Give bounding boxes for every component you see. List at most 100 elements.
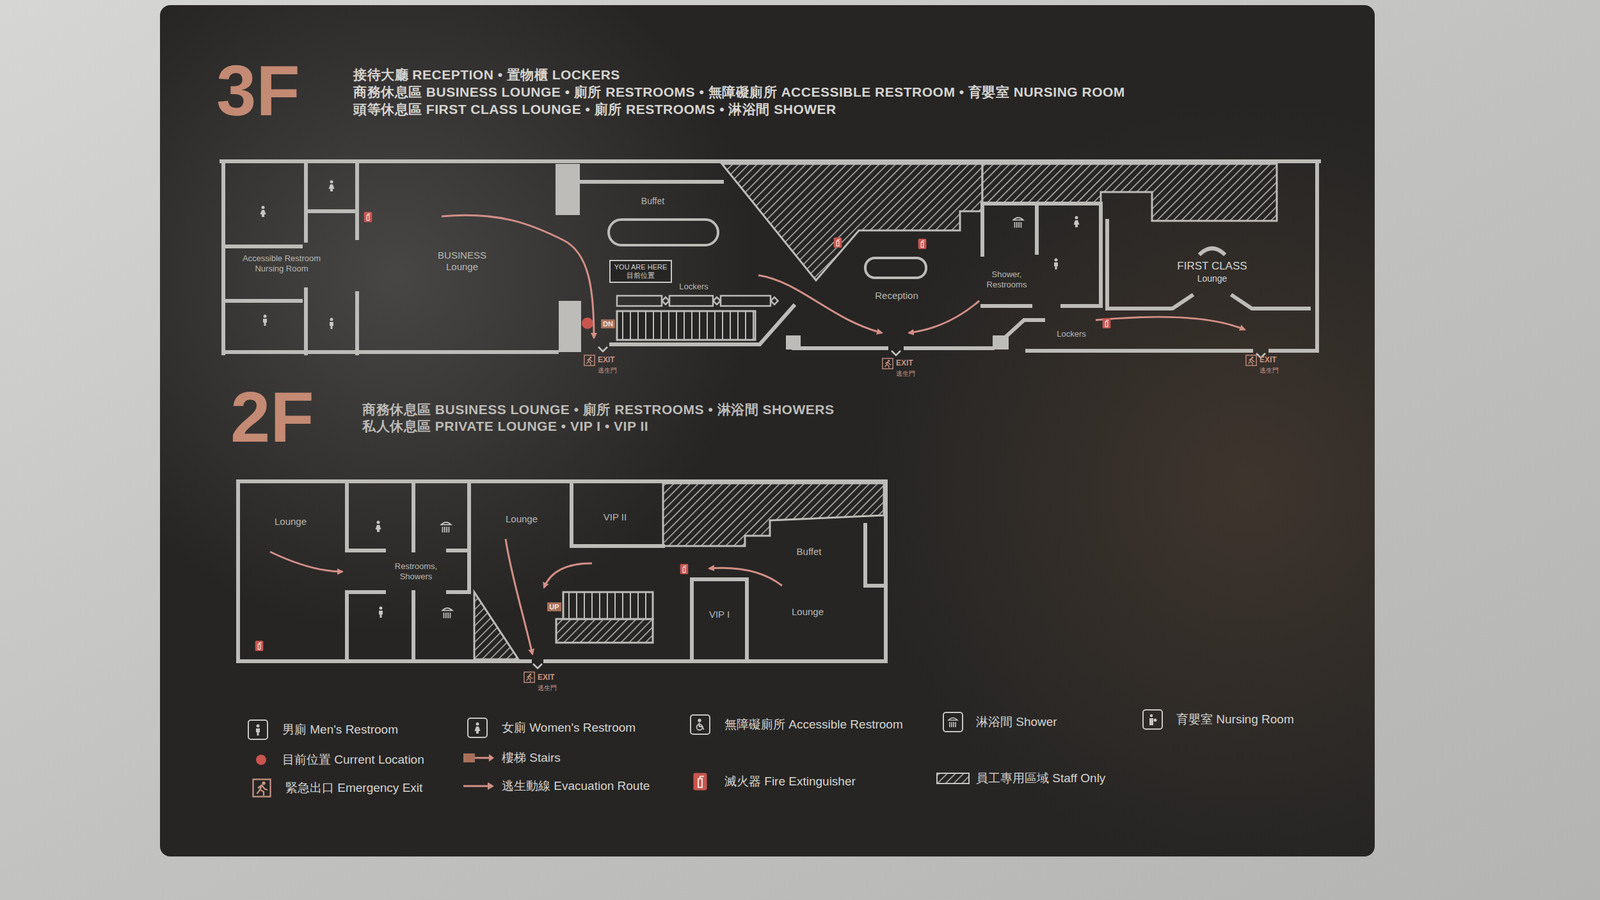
label-holder: 私人休息區 PRIVATE LOUNGE • VIP I • VIP II — [362, 417, 649, 436]
legend-sample — [1141, 708, 1164, 731]
room-text: Lounge — [274, 515, 307, 528]
legend-swatch — [256, 754, 267, 765]
floor-directory: 商務休息區 BUSINESS LOUNGE • 廁所 RESTROOMS • 無… — [353, 83, 1126, 102]
legend-holder: 目前位置 Current Location — [282, 751, 425, 768]
room-label: VIP II — [600, 510, 630, 525]
label-holder: EXIT — [896, 356, 914, 368]
label-holder: UP — [547, 600, 561, 612]
room-text: Accessible Restroom — [242, 253, 321, 264]
you-are-here-box: YOU ARE HERE目前位置 — [609, 259, 673, 283]
exit-label: EXIT — [1259, 355, 1277, 365]
legend-sample — [462, 746, 496, 769]
label-holder: 3F — [216, 55, 301, 127]
label-holder: 逃生門 — [896, 366, 916, 379]
area-label: Buffet — [641, 195, 665, 207]
room-label: Lounge — [789, 604, 827, 619]
label-holder: 2F — [230, 381, 315, 454]
room-text: 目前位置 — [614, 271, 668, 280]
stair-tag: UP — [547, 602, 561, 612]
sign-plate — [160, 5, 1375, 857]
legend-text: 緊急出口 Emergency Exit — [285, 780, 423, 795]
locker-row — [616, 295, 779, 306]
room-text: Lounge — [791, 606, 824, 618]
exit-label: EXIT — [597, 355, 616, 365]
room-label: Lounge — [503, 512, 541, 527]
legend-sample — [250, 776, 273, 799]
room-text: Nursing Room — [242, 263, 321, 274]
room-label: Reception — [872, 288, 921, 303]
legend-sample — [689, 713, 712, 736]
legend-holder: 緊急出口 Emergency Exit — [285, 779, 423, 797]
legend-holder: 樓梯 Stairs — [501, 749, 561, 767]
exit-chevron — [533, 346, 1266, 669]
exit-label: 逃生門 — [597, 366, 617, 376]
legend-text: 女廁 Women's Restroom — [501, 720, 636, 735]
legend-text: 員工專用區域 Staff Only — [976, 771, 1106, 785]
legend-holder: 育嬰室 Nursing Room — [1176, 711, 1295, 728]
legend-holder: 滅火器 Fire Extinguisher — [724, 773, 856, 790]
room-text: Restrooms, Showers — [387, 561, 445, 582]
floor-directory: 私人休息區 PRIVATE LOUNGE • VIP I • VIP II — [362, 417, 649, 436]
room-text: Reception — [874, 289, 919, 302]
exit-label: EXIT — [537, 672, 555, 682]
legend-sample — [942, 711, 964, 733]
label-holder: 頭等休息區 FIRST CLASS LOUNGE • 廁所 RESTROOMS … — [353, 100, 837, 119]
exit-label: 逃生門 — [896, 369, 916, 379]
legend-holder: 女廁 Women's Restroom — [501, 719, 636, 736]
evacuation-route — [441, 215, 1245, 338]
room-text: Buffet — [796, 545, 822, 558]
room-label: VIP I — [706, 607, 733, 622]
legend-sample — [247, 718, 269, 741]
fire-extinguisher — [255, 211, 1112, 651]
room-label: Restrooms, Showers — [384, 560, 448, 583]
floor-directory: 頭等休息區 FIRST CLASS LOUNGE • 廁所 RESTROOMS … — [353, 100, 837, 119]
label-holder: 商務休息區 BUSINESS LOUNGE • 廁所 RESTROOMS • 無… — [353, 83, 1126, 102]
legend-text: 目前位置 Current Location — [282, 752, 425, 767]
room-icon — [260, 180, 1080, 619]
label-holder: Buffet — [641, 195, 665, 207]
legend-text: 男廁 Men's Restroom — [282, 722, 399, 736]
legend-text: 滅火器 Fire Extinguisher — [724, 774, 856, 788]
pillar — [555, 163, 1009, 352]
room-label: FIRST CLASSLounge — [1174, 258, 1250, 285]
room-text: BUSINESS Lounge — [430, 249, 495, 273]
room-label: Accessible RestroomNursing Room — [240, 252, 324, 275]
legend-holder: 無障礙廁所 Accessible Restroom — [724, 716, 904, 733]
room-text: Lockers — [679, 281, 709, 292]
room-label: Lockers — [1054, 327, 1089, 341]
room-label: Buffet — [794, 544, 825, 559]
room-label: Lockers — [676, 280, 712, 294]
legend-sample — [689, 770, 712, 793]
staff-only-area — [721, 163, 1277, 281]
buffet-counter — [608, 219, 719, 246]
label-holder: 逃生門 — [1259, 363, 1279, 376]
floor-number: 3F — [216, 55, 301, 127]
legend-text: 無障礙廁所 Accessible Restroom — [724, 717, 904, 731]
room-text: Lounge — [1176, 273, 1247, 285]
room-text: YOU ARE HERE — [614, 263, 668, 272]
label-holder: EXIT — [537, 670, 555, 683]
exit-label: 逃生門 — [1259, 366, 1279, 376]
legend-holder: 逃生動線 Evacuation Route — [501, 777, 650, 795]
wall-3f — [221, 161, 1320, 354]
plate-tint — [160, 5, 1375, 857]
legend-text: 逃生動線 Evacuation Route — [501, 778, 650, 793]
plate-glare — [160, 5, 1375, 857]
stairs-2f — [563, 592, 653, 619]
room-label: Shower, Restrooms — [977, 268, 1037, 291]
room-text: Lockers — [1056, 328, 1087, 340]
exit-label: EXIT — [896, 358, 914, 368]
room-text: Shower, Restrooms — [979, 269, 1034, 290]
reception-desk — [865, 257, 927, 278]
legend-sample — [462, 775, 496, 797]
stair-tag: DN — [600, 319, 616, 329]
wall-2f — [238, 481, 886, 662]
current-location-dot — [581, 317, 594, 329]
legend-holder: 淋浴間 Shower — [976, 713, 1058, 731]
legend-sample — [466, 716, 489, 739]
floor-directory: 接待大廳 RECEPTION • 置物櫃 LOCKERS — [353, 65, 621, 84]
legend-holder: 男廁 Men's Restroom — [282, 721, 399, 738]
staff-only-area — [474, 483, 884, 660]
legend-text: 樓梯 Stairs — [501, 750, 561, 765]
